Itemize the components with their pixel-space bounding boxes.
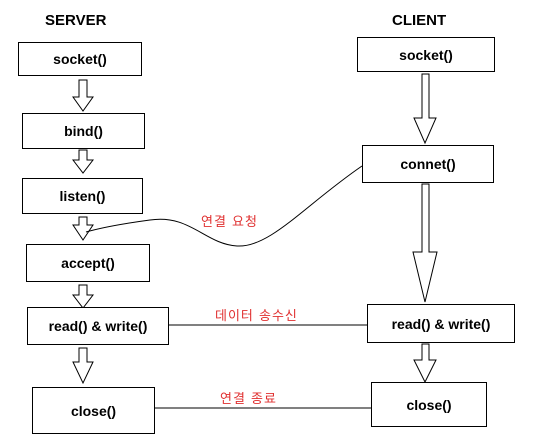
arrow-client-readwrite-to-close bbox=[413, 343, 437, 384]
arrow-server-listen-to-accept bbox=[72, 216, 94, 241]
client-readwrite-box: read() & write() bbox=[367, 304, 515, 343]
client-close-box: close() bbox=[371, 382, 487, 427]
arrow-server-bind-to-listen bbox=[71, 149, 95, 174]
arrow-server-socket-to-bind bbox=[72, 79, 94, 112]
server-heading: SERVER bbox=[45, 12, 107, 29]
arrow-client-socket-to-connect bbox=[413, 73, 437, 145]
connection-close-label: 연결 종료 bbox=[220, 392, 277, 407]
client-socket-box: socket() bbox=[357, 37, 495, 72]
data-exchange-label: 데이터 송수신 bbox=[215, 309, 298, 324]
server-listen-box: listen() bbox=[22, 178, 143, 214]
arrow-server-accept-to-readwrite bbox=[71, 284, 95, 309]
arrow-client-connect-to-readwrite bbox=[412, 183, 438, 303]
server-bind-box: bind() bbox=[22, 113, 145, 149]
connection-request-label: 연결 요청 bbox=[201, 215, 258, 230]
server-accept-box: accept() bbox=[26, 244, 150, 282]
client-heading: CLIENT bbox=[392, 12, 447, 29]
connection-request-curve bbox=[85, 165, 363, 247]
server-readwrite-box: read() & write() bbox=[27, 307, 169, 345]
server-close-box: close() bbox=[32, 387, 155, 434]
client-connect-box: connet() bbox=[362, 145, 494, 183]
server-socket-box: socket() bbox=[18, 42, 142, 76]
arrow-server-readwrite-to-close bbox=[72, 347, 94, 385]
